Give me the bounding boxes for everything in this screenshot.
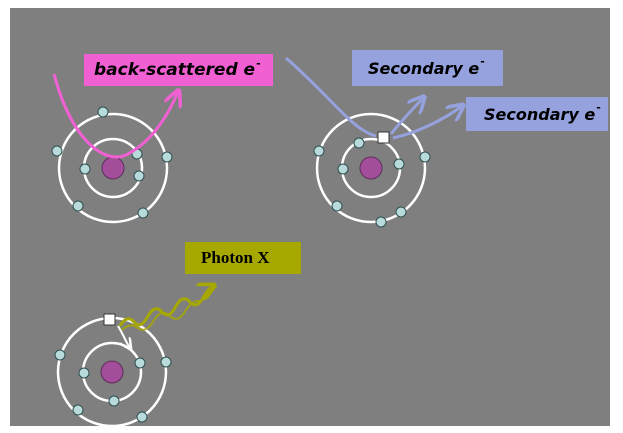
- secondary-label-1-text: Secondary e: [368, 58, 480, 78]
- electron: [78, 367, 90, 379]
- nucleus: [359, 156, 383, 180]
- electron-vacancy: [103, 313, 116, 326]
- electron: [419, 151, 431, 163]
- outer-orbit: [57, 112, 169, 224]
- electron: [337, 163, 349, 175]
- secondary-label-1-sup: -: [480, 54, 485, 68]
- atom-secondary: [313, 112, 431, 228]
- nucleus: [100, 360, 124, 384]
- electrons: [54, 349, 172, 423]
- atom-photon: [54, 313, 172, 426]
- diagram-graphics: [51, 56, 610, 426]
- electron-transition-arrow: [117, 325, 130, 348]
- electrons: [313, 137, 431, 228]
- electron: [54, 349, 66, 361]
- electron: [97, 106, 109, 118]
- secondary-label-2-text: Secondary e: [484, 104, 596, 124]
- electron: [79, 163, 91, 175]
- electron: [133, 170, 145, 182]
- electron: [160, 356, 172, 368]
- electron: [353, 137, 365, 149]
- photon-label: Photon X: [185, 242, 301, 274]
- photon-label-text: Photon X: [201, 248, 270, 267]
- electron: [108, 395, 120, 407]
- electron: [51, 145, 63, 157]
- diagram-canvas: back-scattered e - Secondary e - Seconda…: [10, 8, 610, 426]
- secondary-trajectory-2: [392, 106, 462, 140]
- photon-wave: [118, 286, 213, 327]
- secondary-label-2-sup: -: [596, 100, 601, 114]
- secondary-trajectory-1: [389, 98, 423, 135]
- secondary-label-1: Secondary e -: [352, 50, 503, 86]
- backscattered-label-sup: -: [256, 56, 261, 70]
- backscatter-trajectory: [52, 73, 178, 159]
- electron: [72, 404, 84, 416]
- secondary-label-2: Secondary e -: [466, 97, 608, 131]
- backscattered-label-text: back-scattered e: [94, 60, 256, 80]
- electron: [331, 200, 343, 212]
- electron: [393, 158, 405, 170]
- electron: [137, 207, 149, 219]
- electron: [313, 145, 325, 157]
- electron: [72, 200, 84, 212]
- backscattered-label: back-scattered e -: [84, 54, 273, 86]
- electron-vacancy: [377, 131, 390, 144]
- outer-orbit: [315, 112, 427, 224]
- atom-backscatter: [51, 106, 173, 224]
- electron: [136, 411, 148, 423]
- photon-wave-2: [121, 300, 203, 331]
- electron: [134, 357, 146, 369]
- nucleus: [101, 156, 125, 180]
- electron: [375, 216, 387, 228]
- incident-electron-trajectory: [285, 56, 377, 138]
- electron: [395, 206, 407, 218]
- electrons: [51, 106, 173, 219]
- electron: [161, 151, 173, 163]
